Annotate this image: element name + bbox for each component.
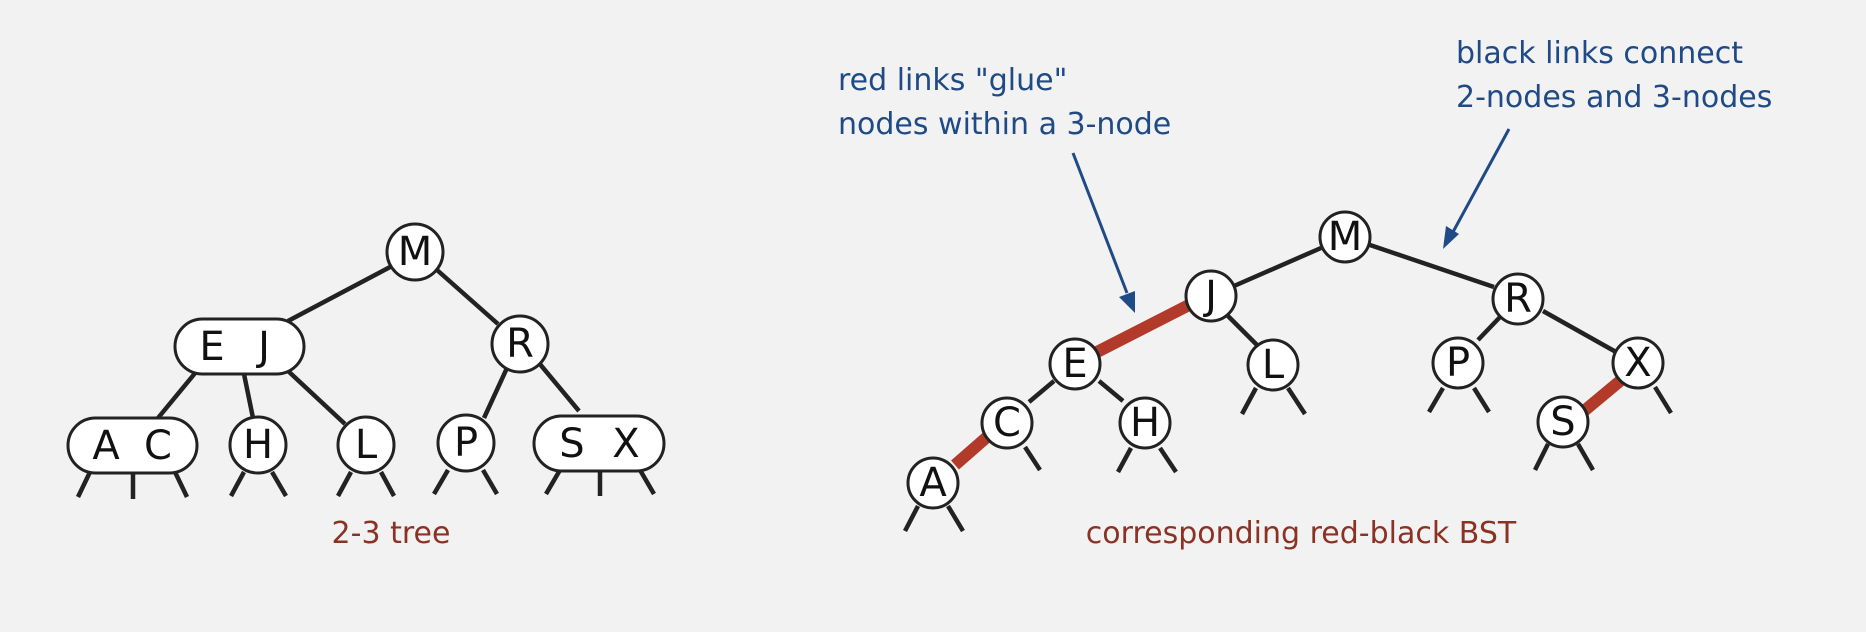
null-link xyxy=(1532,442,1551,472)
null-link xyxy=(229,470,246,498)
tree23-node-h: H xyxy=(228,415,288,475)
node-label: A xyxy=(919,460,947,506)
node-label: L xyxy=(355,422,378,468)
null-link xyxy=(1427,386,1445,414)
null-link xyxy=(1240,386,1258,416)
rbbst-node-a: A xyxy=(906,456,960,510)
edge-ej-l xyxy=(285,368,347,426)
null-link xyxy=(1023,445,1042,472)
rbbst-node-h: H xyxy=(1118,396,1172,450)
null-link xyxy=(1576,442,1595,472)
rbbst-nodes: M J R E L P X C xyxy=(906,210,1665,510)
node-key: S xyxy=(559,421,584,467)
null-link xyxy=(336,470,353,498)
tree23-node-l: L xyxy=(336,415,396,475)
tree23-node-sx: S X xyxy=(532,414,666,473)
arrow-head-icon xyxy=(1443,226,1459,249)
edge-r-p xyxy=(481,367,510,419)
null-link xyxy=(75,471,93,498)
null-link xyxy=(1158,446,1178,474)
node-label: R xyxy=(1504,276,1532,322)
node-label: M xyxy=(1328,214,1363,260)
node-key: X xyxy=(612,421,639,467)
edge-m-r xyxy=(435,268,500,326)
rbbst-edges xyxy=(903,242,1673,533)
rbbst-node-e: E xyxy=(1048,337,1102,391)
tree23-node-r: R xyxy=(490,314,550,374)
black-link-e-c xyxy=(1027,379,1056,404)
black-link-r-x xyxy=(1541,309,1618,354)
null-link xyxy=(1472,386,1491,414)
node-label: R xyxy=(506,321,534,367)
null-link xyxy=(481,468,499,496)
rbbst-node-x: X xyxy=(1611,336,1665,390)
rbbst-caption: corresponding red-black BST xyxy=(1086,516,1517,551)
null-link xyxy=(544,468,562,496)
rbbst-node-j: J xyxy=(1184,269,1238,323)
null-link xyxy=(1116,446,1133,474)
node-label: S xyxy=(1550,399,1575,445)
tree23-nodes: M E J R A C H L P S X xyxy=(66,222,666,475)
edge-m-ej xyxy=(286,264,394,323)
black-link-r-p xyxy=(1476,314,1503,342)
node-label: H xyxy=(1130,400,1160,446)
annotation-black-links: black links connect 2-nodes and 3-nodes xyxy=(1443,36,1772,249)
annotation-arrow-black xyxy=(1451,128,1511,233)
rbbst-node-p: P xyxy=(1431,336,1485,390)
annotation-red-links: red links "glue" nodes within a 3-node xyxy=(838,63,1171,313)
null-link xyxy=(432,468,450,496)
black-link-j-l xyxy=(1226,314,1259,347)
null-link xyxy=(172,471,190,498)
null-link xyxy=(379,470,396,498)
node-label: X xyxy=(1624,340,1651,386)
annotation-red-line1: red links "glue" xyxy=(838,63,1067,98)
node-label: C xyxy=(993,400,1021,446)
node-label: J xyxy=(1202,273,1217,319)
tree23-caption: 2-3 tree xyxy=(332,516,451,551)
arrow-head-icon xyxy=(1119,291,1135,313)
red-link-c-a xyxy=(951,432,991,470)
tree23-node-ac: A C xyxy=(66,416,199,475)
rbbst-node-r: R xyxy=(1491,272,1545,326)
null-link xyxy=(638,468,656,496)
node-key: C xyxy=(144,423,172,469)
node-label: H xyxy=(243,422,273,468)
edge-r-sx xyxy=(537,361,581,413)
red-link-j-e xyxy=(1094,299,1192,358)
node-key: E xyxy=(199,324,224,370)
edge-ej-h xyxy=(241,373,256,419)
annotation-arrow-red xyxy=(1071,152,1129,294)
node-label: E xyxy=(1062,341,1087,387)
rbbst-node-c: C xyxy=(980,396,1034,450)
black-link-m-j xyxy=(1233,245,1322,289)
black-link-e-h xyxy=(1097,379,1125,403)
annotation-black-line1: black links connect xyxy=(1456,36,1743,71)
tree23-node-ej: E J xyxy=(173,317,306,376)
rbbst-node-m: M xyxy=(1318,210,1372,264)
node-label: P xyxy=(454,420,478,466)
null-link xyxy=(946,504,965,533)
null-link xyxy=(1286,386,1307,416)
rbbst-node-s: S xyxy=(1536,395,1590,449)
node-key: J xyxy=(255,324,270,370)
annotation-black-line2: 2-nodes and 3-nodes xyxy=(1456,80,1772,115)
tree23-node-p: P xyxy=(436,413,496,473)
node-label: L xyxy=(1262,342,1285,388)
node-label: P xyxy=(1446,340,1470,386)
node-label: M xyxy=(398,229,433,275)
node-key: A xyxy=(92,423,120,469)
annotation-red-line2: nodes within a 3-node xyxy=(838,107,1171,142)
rbbst-node-l: L xyxy=(1246,338,1300,392)
black-link-m-r xyxy=(1369,242,1495,290)
null-link xyxy=(903,504,920,533)
tree23-edges xyxy=(75,264,656,499)
tree23-node-m: M xyxy=(385,222,445,282)
edge-ej-ac xyxy=(156,370,198,420)
null-link xyxy=(270,470,288,498)
red-link-x-s xyxy=(1580,376,1624,416)
null-link xyxy=(1653,385,1673,415)
